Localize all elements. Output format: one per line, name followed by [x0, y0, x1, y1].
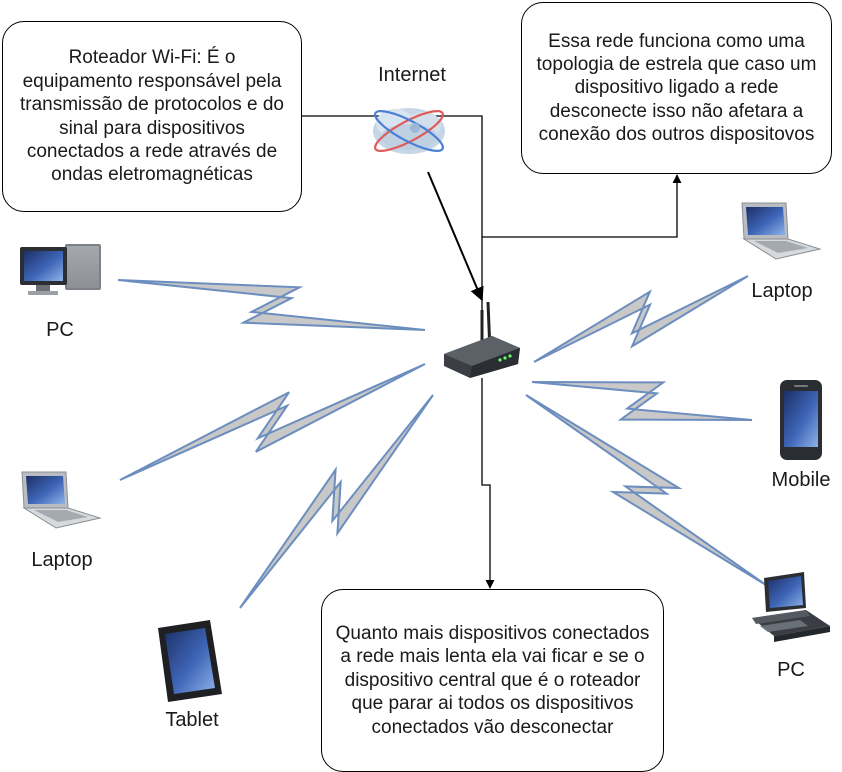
laptop-icon [21, 471, 102, 529]
router-note-box: Roteador Wi-Fi: É o equipamento responsá… [2, 21, 302, 212]
tablet-icon [158, 620, 222, 702]
wireless-link-pc-left [117, 279, 426, 331]
router-note-text: Roteador Wi-Fi: É o equipamento responsá… [19, 47, 285, 186]
laptop-icon [741, 202, 822, 260]
speed-note-box: Quanto mais dispositivos conectados a re… [321, 589, 664, 772]
cloud-icon [373, 108, 445, 154]
internet-label: Internet [378, 64, 446, 86]
wireless-link-mobile [531, 381, 753, 421]
speed-note-text: Quanto mais dispositivos conectados a re… [335, 623, 650, 738]
connector-router-note [300, 115, 483, 325]
wireless-links [117, 275, 767, 609]
topology-note-text: Essa rede funciona como uma topologia de… [536, 30, 817, 146]
laptop-right-label: Laptop [751, 280, 813, 302]
desktop-pc-icon [20, 244, 101, 295]
pc-right-label: PC [777, 659, 805, 681]
wireless-link-pc-right [525, 394, 767, 586]
connector-router-topology-note [482, 174, 682, 238]
pc-left-label: PC [46, 319, 74, 341]
connector-internet-router [427, 171, 484, 302]
topology-note-box: Essa rede funciona como uma topologia de… [521, 2, 832, 174]
laptop-left-label: Laptop [31, 549, 93, 571]
router-icon [444, 301, 520, 378]
connector-router-speed-note [481, 378, 495, 589]
mobile-label: Mobile [771, 469, 831, 491]
tablet-label: Tablet [165, 709, 219, 731]
wireless-link-tablet [239, 394, 434, 609]
wireless-link-laptop-right [533, 275, 749, 363]
mobile-icon [780, 380, 822, 460]
desktop-pc-icon [752, 572, 830, 642]
wireless-link-laptop-left [119, 363, 426, 481]
